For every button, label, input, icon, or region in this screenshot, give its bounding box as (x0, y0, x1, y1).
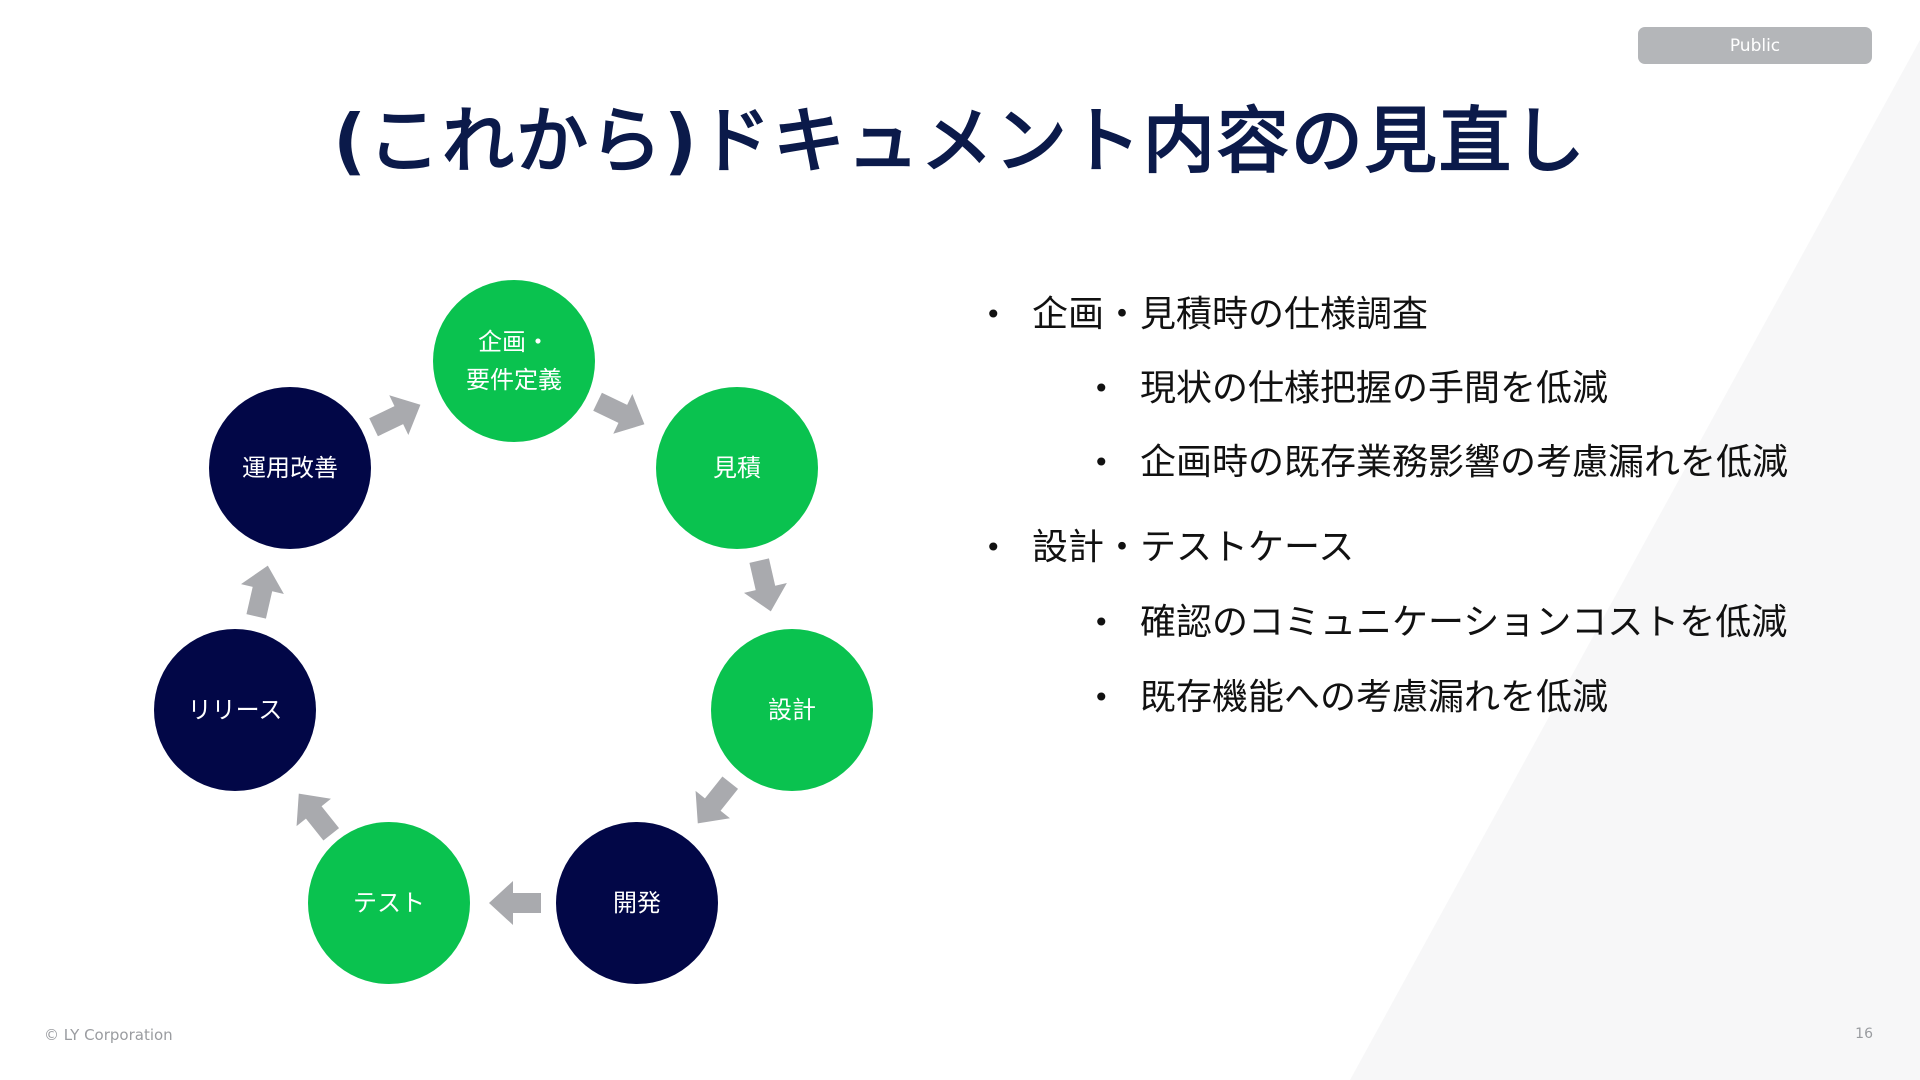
sub-bullet-item: • 企画時の既存業務影響の考慮漏れを低減 (980, 437, 1860, 489)
copyright-text: © LY Corporation (44, 1026, 173, 1044)
page-number: 16 (1855, 1026, 1873, 1042)
cycle-arrow-icon (695, 776, 739, 824)
cycle-node-release: リリース (154, 629, 316, 791)
bullet-item: • 設計・テストケース (980, 522, 1860, 574)
cycle-node-operation: 運用改善 (209, 387, 371, 549)
bullet-marker: • (1093, 606, 1110, 639)
cycle-arrow-icon (241, 565, 284, 619)
public-badge: Public (1638, 27, 1872, 64)
cycle-arrow-icon (489, 881, 541, 925)
page-title: (これから)ドキュメント内容の見直し (333, 99, 1587, 183)
bullet-text: 企画・見積時の仕様調査 (1032, 294, 1429, 335)
bullet-item: • 企画・見積時の仕様調査 (980, 289, 1860, 341)
sub-bullet-item: • 既存機能への考慮漏れを低減 (980, 672, 1860, 724)
bullet-marker: • (1093, 681, 1110, 714)
cycle-arrow-icon (744, 558, 787, 612)
sub-bullet-item: • 確認のコミュニケーションコストを低減 (980, 597, 1860, 649)
bullet-list: • 企画・見積時の仕様調査 • 現状の仕様把握の手間を低減 • 企画時の既存業務… (980, 285, 1860, 724)
cycle-node-planning: 企画・ 要件定義 (433, 280, 595, 442)
sub-bullet-item: • 現状の仕様把握の手間を低減 (980, 363, 1860, 415)
cycle-node-development: 開発 (556, 822, 718, 984)
cycle-node-test: テスト (308, 822, 470, 984)
cycle-node-estimate: 見積 (656, 387, 818, 549)
sub-bullet-text: 確認のコミュニケーションコストを低減 (1140, 602, 1788, 643)
bullet-marker: • (1093, 372, 1110, 405)
cycle-arrow-icon (593, 392, 645, 434)
sub-bullet-text: 現状の仕様把握の手間を低減 (1140, 368, 1609, 409)
sub-bullet-text: 企画時の既存業務影響の考慮漏れを低減 (1140, 442, 1789, 483)
cycle-arrow-icon (296, 793, 340, 841)
bullet-marker: • (985, 298, 1002, 331)
cycle-arrow-icon (369, 395, 421, 437)
sub-bullet-text: 既存機能への考慮漏れを低減 (1140, 677, 1609, 718)
bullet-marker: • (1093, 446, 1110, 479)
bullet-marker: • (985, 531, 1002, 564)
cycle-node-design: 設計 (711, 629, 873, 791)
bullet-text: 設計・テストケース (1032, 527, 1355, 568)
